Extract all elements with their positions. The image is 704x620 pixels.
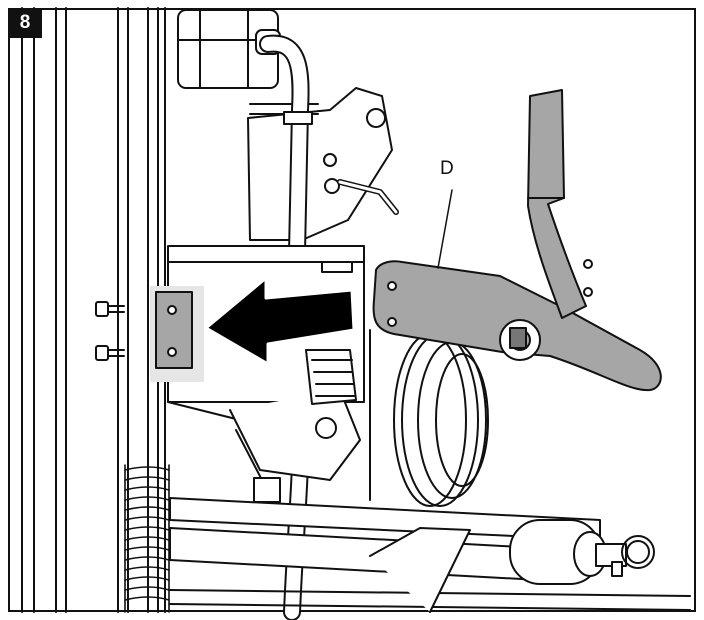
pulley-discs [369,329,489,507]
part-d-lever [372,89,662,392]
direction-arrow-icon [204,276,356,366]
step-number-badge: 8 [8,8,42,38]
upper-bracket [247,87,399,241]
lower-mechanism [229,349,361,503]
mounting-plate-removed [150,286,204,382]
callout-label-d: D [440,158,454,179]
left-frame-rails [21,7,166,613]
loose-bolts [95,301,125,361]
locking-pin [573,531,655,577]
